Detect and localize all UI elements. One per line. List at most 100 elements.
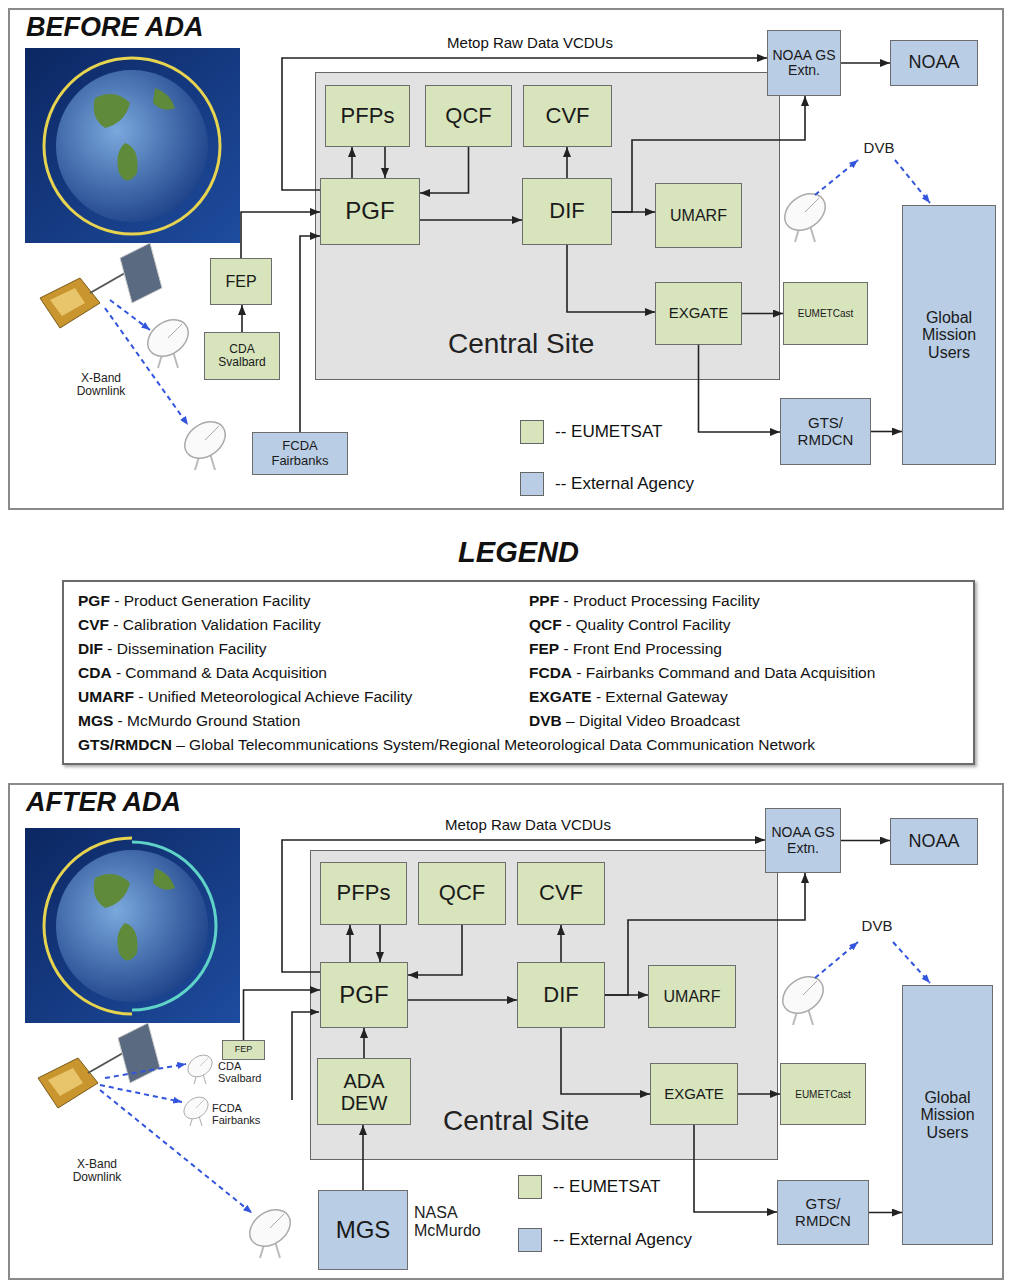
box-label: PFPs — [341, 104, 395, 128]
box-label: NOAA — [908, 53, 959, 73]
box-label: CVF — [539, 881, 583, 905]
box-label: ADA DEW — [318, 1070, 410, 1114]
connector — [363, 1028, 365, 1058]
connector — [742, 313, 783, 315]
facility-box: CVF — [517, 862, 605, 925]
facility-box: EXGATE — [650, 1063, 738, 1125]
connector — [694, 1125, 777, 1212]
box-label: PGF — [345, 198, 394, 224]
connector — [605, 873, 805, 995]
box-label: Global Mission Users — [903, 1089, 992, 1142]
box-label: EXGATE — [669, 305, 729, 322]
connector — [379, 925, 381, 962]
facility-box: PFPs — [320, 862, 407, 925]
legend-entry: DIF - Dissemination Facility — [78, 640, 267, 658]
facility-box: CDA Svalbard — [204, 332, 280, 380]
facility-box: NOAA GS Extn. — [765, 808, 841, 873]
edge-label: Metop Raw Data VCDUs — [442, 816, 614, 833]
box-label: PFPs — [337, 881, 391, 905]
facility-box: UMARF — [648, 965, 736, 1028]
antenna-dish — [178, 414, 232, 470]
connector — [869, 1212, 902, 1214]
data-line — [292, 1012, 319, 1100]
antenna-dish — [141, 312, 195, 368]
connector — [408, 999, 517, 1001]
facility-box: NOAA — [890, 818, 978, 865]
downlink-arrows — [100, 160, 930, 1213]
satellite — [40, 243, 162, 328]
site-label: Central Site — [448, 328, 594, 360]
facility-box: FCDA Fairbanks — [252, 432, 348, 475]
text-label: X-Band Downlink — [62, 372, 140, 398]
legend-entry: EXGATE - External Gateway — [529, 688, 728, 706]
antenna-dish — [184, 1051, 217, 1084]
site-label: Central Site — [443, 1105, 589, 1137]
facility-box: MGS — [318, 1190, 408, 1270]
facility-box: QCF — [418, 862, 506, 925]
connector — [300, 236, 320, 432]
legend-text: -- External Agency — [555, 474, 694, 494]
connector — [241, 212, 320, 258]
facility-box: UMARF — [655, 183, 742, 248]
connector — [349, 925, 351, 962]
facility-box: NOAA — [890, 40, 978, 86]
box-label: GTS/ RMDCN — [778, 1196, 868, 1229]
legend-text: -- External Agency — [553, 1230, 692, 1250]
connector — [841, 62, 890, 64]
facility-box: CVF — [523, 85, 612, 147]
box-label: MGS — [336, 1217, 391, 1243]
legend-entry: MGS - McMurdo Ground Station — [78, 712, 300, 730]
site-region: Central Site PFPs QCF CVF PGF DIF UMARF EXGATE — [315, 72, 780, 380]
facility-box: DIF — [522, 178, 612, 245]
connector — [420, 219, 522, 221]
connector — [871, 431, 902, 433]
facility-box: EUMETCast — [783, 282, 868, 345]
connector — [241, 305, 243, 332]
facility-box: Global Mission Users — [902, 985, 993, 1245]
connector — [408, 925, 462, 975]
legend-entry: CDA - Command & Data Acquisition — [78, 664, 327, 682]
box-label: NOAA — [908, 832, 959, 852]
facility-box: NOAA GS Extn. — [767, 30, 841, 96]
legend-entry: QCF - Quality Control Facility — [529, 616, 731, 634]
legend-entry: PGF - Product Generation Facility — [78, 592, 311, 610]
facility-box: EUMETCast — [780, 1063, 866, 1125]
text-label: DVB — [861, 140, 897, 157]
legend-swatch — [518, 1228, 542, 1252]
legend-entry: FEP - Front End Processing — [529, 640, 722, 658]
box-label: EUMETCast — [795, 1089, 851, 1100]
legend-text: -- EUMETSAT — [555, 422, 662, 442]
box-label: UMARF — [670, 207, 727, 225]
box-label: FEP — [235, 1045, 253, 1055]
connector — [282, 840, 765, 972]
panel-title: BEFORE ADA — [26, 12, 204, 43]
facility-box: GTS/ RMDCN — [780, 398, 871, 465]
connector — [841, 840, 890, 842]
facility-box: QCF — [425, 85, 512, 147]
box-label: FEP — [225, 273, 256, 291]
legend-swatch — [520, 420, 544, 444]
legend-swatch — [518, 1175, 542, 1199]
legend-entry: CVF - Calibration Validation Facility — [78, 616, 321, 634]
box-label: Global Mission Users — [903, 309, 995, 362]
box-label: NOAA GS Extn. — [766, 825, 840, 856]
box-label: QCF — [439, 881, 485, 905]
legend-entry: GTS/RMDCN – Global Telecommunications Sy… — [78, 736, 815, 754]
connector — [351, 147, 353, 178]
antenna-dish — [243, 1202, 297, 1258]
box-label: CVF — [546, 104, 590, 128]
facility-box: FEP — [222, 1040, 265, 1060]
connector — [384, 147, 386, 178]
legend-entry: UMARF - Unified Meteorological Achieve F… — [78, 688, 412, 706]
legend-swatch — [520, 472, 544, 496]
facility-box: ADA DEW — [317, 1058, 411, 1125]
connector — [282, 58, 767, 190]
earth-inset — [25, 828, 240, 1023]
text-label: FCDA Fairbanks — [212, 1102, 274, 1126]
box-label: DIF — [543, 983, 578, 1007]
connector — [362, 1125, 364, 1190]
box-label: QCF — [445, 104, 491, 128]
connector — [561, 1028, 650, 1094]
facility-box: PFPs — [325, 85, 410, 147]
box-label: CDA Svalbard — [205, 343, 279, 369]
